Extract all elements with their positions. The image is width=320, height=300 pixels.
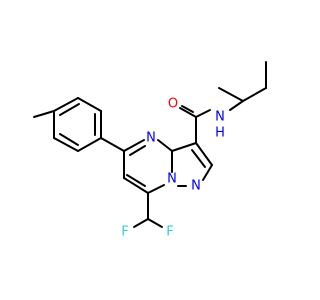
bond-ch-methyl [218,87,244,102]
bonds [33,61,267,228]
bond-aryl-1 [53,97,79,112]
atom-h-amide: H [215,126,225,141]
bond-aryl-2 [77,97,102,112]
atom-f-right: F [166,225,173,240]
bond-c7-c6-inner [126,174,146,187]
bond-n8-c7 [147,184,165,194]
atom-f-left: F [121,225,128,240]
bond-aryl-pyrimidine [100,137,125,152]
atom-n-pyrazole: N [191,179,201,194]
bond-carbonyl-o-inner [181,105,194,113]
bond-aryl-5 [53,137,79,152]
bond-n4-c3a [157,139,173,152]
bond-c7-c6 [123,177,149,194]
bond-n-ch [229,100,244,111]
molecule-structure: N H O N N N F F [33,61,267,240]
bond-carbonyl-n [195,109,211,118]
atom-n-pyrimidine: N [146,131,156,146]
atom-n-amide: N [215,110,225,125]
bond-c5-n4-inner [129,145,146,156]
bond-c5-n4 [123,139,145,152]
bond-ch-ethyl [242,87,267,102]
bond-c3-c2-inner [191,149,206,168]
bond-aryl-1-inner [59,103,80,116]
bond-c3-c2 [195,142,213,166]
atom-n-bridge: N [167,172,177,187]
bond-cf2-f-right [147,218,163,228]
bond-aryl-4 [77,137,102,152]
bond-methyl-aryl [33,110,55,118]
atom-labels: N H O N N N F F [121,97,225,240]
bond-carbonyl-o [179,107,197,118]
bond-cf2-f-left [133,218,149,228]
bond-aryl-5-inner [59,133,79,146]
bond-c3a-c3 [171,142,197,152]
atom-o-carbonyl: O [168,97,178,112]
bond-c2-n1 [202,164,213,181]
